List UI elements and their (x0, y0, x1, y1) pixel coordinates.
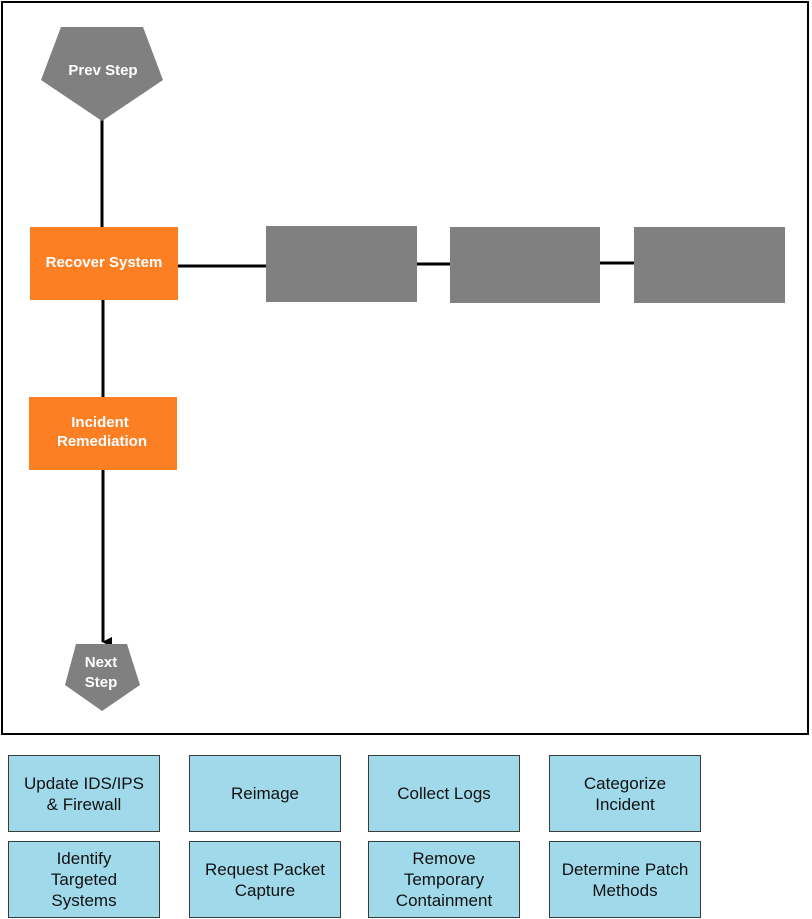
diagram-frame (1, 1, 809, 735)
card-update-ids-ips-firewall[interactable]: Update IDS/IPS & Firewall (8, 755, 160, 832)
drop-slot-2[interactable] (450, 227, 600, 303)
next-step-node: Next Step (65, 644, 140, 711)
recover-system-box (30, 227, 178, 300)
prev-step-node: Prev Step (41, 27, 163, 121)
card-request-packet-capture[interactable]: Request Packet Capture (189, 841, 341, 918)
prev-step-shape (41, 27, 163, 121)
drop-slot-1[interactable] (266, 226, 417, 302)
prev-step-label: Prev Step (68, 62, 137, 79)
card-identify-targeted-systems[interactable]: Identify Targeted Systems (8, 841, 160, 918)
recover-system-label: Recover System (46, 254, 163, 271)
card-remove-temporary-containment[interactable]: Remove Temporary Containment (368, 841, 520, 918)
drop-slot-3[interactable] (634, 227, 785, 303)
card-determine-patch-methods[interactable]: Determine Patch Methods (549, 841, 701, 918)
flow-diagram: Prev Step Recover System Incident Remedi… (29, 27, 785, 711)
incident-remediation-box (29, 397, 177, 470)
next-step-label-line1: Next (85, 654, 118, 671)
card-reimage[interactable]: Reimage (189, 755, 341, 832)
next-step-shape (65, 644, 140, 711)
card-categorize-incident[interactable]: Categorize Incident (549, 755, 701, 832)
recover-system-node: Recover System (30, 227, 178, 300)
incident-remediation-label-line1: Incident (71, 414, 129, 431)
next-step-label-line2: Step (85, 674, 118, 691)
incident-remediation-node: Incident Remediation (29, 397, 177, 470)
incident-remediation-label-line2: Remediation (57, 433, 147, 450)
card-collect-logs[interactable]: Collect Logs (368, 755, 520, 832)
